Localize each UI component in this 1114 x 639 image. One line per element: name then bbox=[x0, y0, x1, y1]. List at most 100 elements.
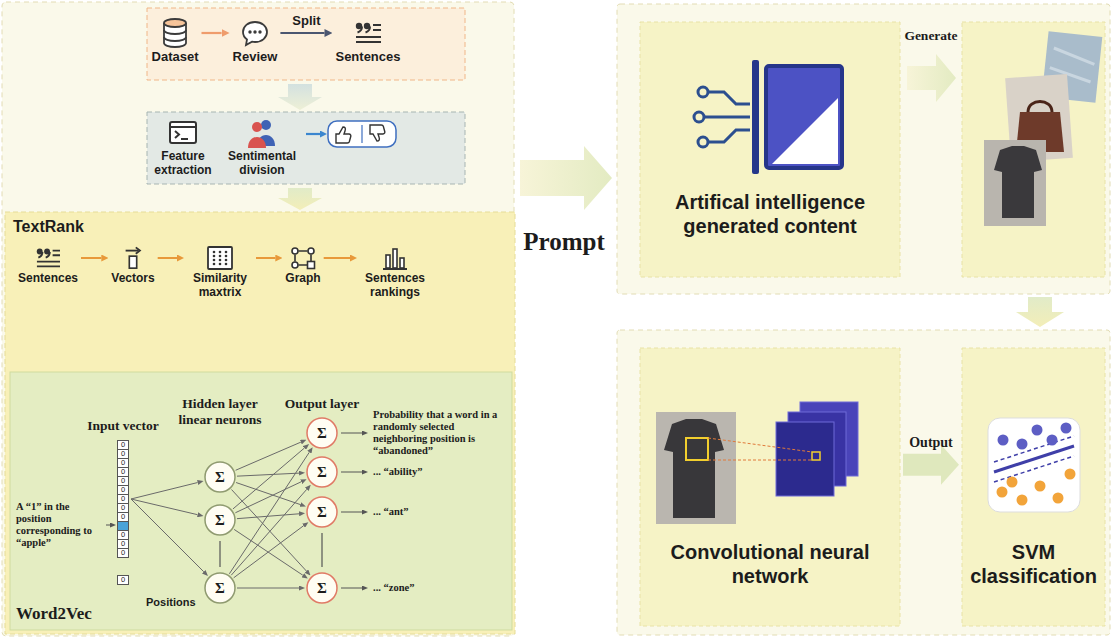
pipeline-step: Sentences rankings bbox=[360, 246, 430, 300]
node-label: Similarity maxtrix bbox=[187, 272, 253, 300]
flow-arrow bbox=[278, 188, 322, 210]
node-label: Feature extraction bbox=[150, 150, 216, 178]
hidden-neuron: Σ bbox=[204, 461, 236, 493]
feature-box bbox=[147, 112, 465, 184]
connector bbox=[236, 483, 300, 505]
process-icon-node: Feature extraction bbox=[150, 118, 216, 178]
bars-icon bbox=[393, 249, 397, 268]
input-box bbox=[147, 8, 465, 80]
svm-illustration bbox=[1017, 495, 1028, 506]
flow-arrow bbox=[278, 84, 322, 110]
svm-illustration bbox=[997, 469, 1076, 506]
connector bbox=[236, 442, 301, 470]
vector-cell: 0 bbox=[117, 575, 129, 585]
bubble-icon bbox=[248, 30, 251, 33]
thumbs-icon bbox=[370, 125, 385, 141]
grid-icon bbox=[225, 259, 228, 262]
grid-icon bbox=[213, 251, 216, 254]
hidden-neuron: Σ bbox=[204, 572, 236, 604]
cnn-box bbox=[640, 348, 900, 626]
connector bbox=[324, 257, 350, 259]
svm-illustration bbox=[1007, 477, 1018, 488]
svm-illustration bbox=[1053, 493, 1064, 504]
thumbs-icon bbox=[328, 121, 396, 147]
prompt-arrow bbox=[520, 146, 612, 210]
node-label: Sentimental division bbox=[222, 150, 302, 178]
leader-arrow bbox=[341, 472, 362, 473]
output-neuron: Σ bbox=[306, 496, 338, 528]
box-heading: Word2Vec bbox=[16, 604, 92, 624]
input-vector: Input vector0000000000000 bbox=[78, 418, 168, 598]
output-note: ... “ant” bbox=[373, 506, 409, 518]
continuation-bar bbox=[321, 533, 322, 567]
generate-arrow bbox=[907, 54, 956, 102]
quote-icon bbox=[34, 246, 62, 270]
cnn-illustration bbox=[656, 402, 858, 524]
connector bbox=[233, 448, 305, 509]
sum-symbol: Σ bbox=[204, 572, 236, 604]
box-heading: SVM classification bbox=[966, 540, 1101, 588]
sum-symbol: Σ bbox=[306, 496, 338, 528]
leader-arrow bbox=[341, 588, 362, 589]
connector bbox=[903, 454, 941, 476]
svm-illustration bbox=[1017, 439, 1028, 450]
flow-arrow bbox=[278, 188, 322, 210]
neuron-circle bbox=[307, 497, 337, 527]
connector bbox=[81, 257, 101, 259]
graph-icon bbox=[308, 248, 314, 254]
edge-label: Split bbox=[292, 14, 320, 29]
graph-icon bbox=[308, 262, 315, 269]
grid-icon bbox=[219, 255, 222, 258]
thumbs-icon bbox=[361, 125, 362, 143]
ai-icon bbox=[694, 112, 704, 122]
node-label: Vectors bbox=[111, 272, 154, 286]
ai-icon bbox=[704, 116, 750, 119]
generated-images bbox=[994, 146, 1042, 218]
ai-icon bbox=[772, 98, 838, 164]
right-top-panel bbox=[617, 4, 1110, 294]
grid-icon bbox=[213, 255, 216, 258]
grid-icon bbox=[225, 255, 228, 258]
ai-icon bbox=[752, 60, 759, 174]
bars-icon bbox=[386, 255, 390, 268]
textrank-band bbox=[5, 212, 515, 634]
connector bbox=[237, 588, 299, 589]
right-top-panel bbox=[617, 4, 1110, 294]
bubble-icon bbox=[240, 18, 270, 48]
grid-icon bbox=[213, 259, 216, 262]
output-neuron: Σ bbox=[306, 456, 338, 488]
graph-icon bbox=[292, 262, 298, 268]
connector bbox=[235, 482, 301, 513]
connector bbox=[256, 257, 275, 259]
node-label: Sentences bbox=[18, 272, 78, 286]
svm-box bbox=[962, 348, 1105, 626]
pipeline-step: Vectors bbox=[111, 246, 154, 286]
cnn-box bbox=[640, 348, 900, 626]
aigc-box bbox=[640, 22, 900, 277]
word2vec-box bbox=[10, 372, 512, 630]
prompt-label: Prompt bbox=[523, 228, 604, 257]
ai-icon bbox=[766, 66, 842, 168]
leader-arrow bbox=[341, 433, 362, 434]
ai-icon bbox=[708, 92, 750, 104]
bubble-icon bbox=[253, 30, 256, 33]
left-panel bbox=[2, 2, 514, 636]
svm-illustration bbox=[988, 418, 1080, 512]
connector bbox=[229, 452, 309, 574]
grid-icon bbox=[208, 247, 232, 269]
ai-icon bbox=[698, 137, 708, 147]
people-icon bbox=[245, 118, 279, 148]
data-icon-node: Sentences bbox=[335, 18, 400, 65]
node-label: Dataset bbox=[152, 50, 199, 65]
callout-note: A “1” in the position corresponding to “… bbox=[16, 501, 104, 549]
continuation-bar bbox=[219, 541, 220, 567]
svm-illustration bbox=[1065, 469, 1076, 480]
connector bbox=[201, 32, 221, 34]
graph-icon bbox=[295, 251, 311, 265]
flow-arrow bbox=[278, 84, 322, 110]
quote-icon bbox=[356, 25, 381, 42]
